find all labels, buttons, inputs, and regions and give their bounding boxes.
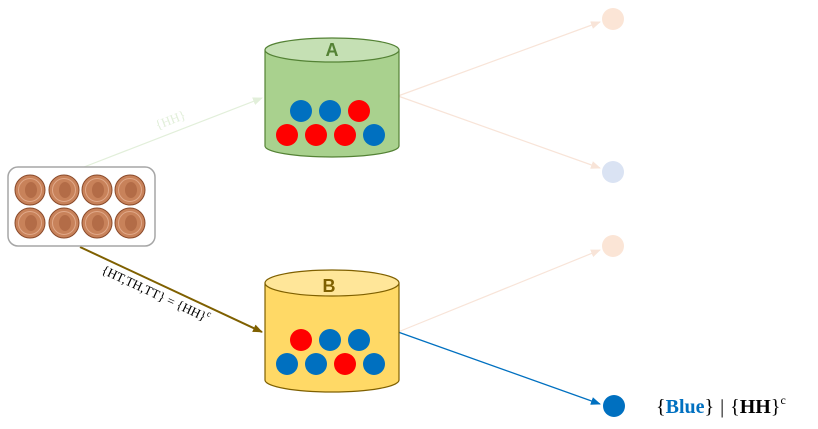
urn-a-ball-blue	[363, 124, 385, 146]
result-close-brace-1: }	[705, 396, 715, 418]
result-expression: {Blue}|{HH}c	[656, 393, 786, 418]
urn-b-ball-red	[334, 353, 356, 375]
result-bar: |	[720, 396, 724, 418]
urn-b: B	[264, 269, 400, 393]
penny-icon	[81, 207, 113, 239]
penny-icon	[48, 207, 80, 239]
urn-b-label: B	[323, 276, 336, 296]
coin-box	[7, 166, 156, 247]
urn-b-ball-blue	[276, 353, 298, 375]
outcome-blue-node-a	[602, 161, 624, 183]
svg-text:{HT,TH,TT} = {HH}c: {HT,TH,TT} = {HH}c	[99, 260, 213, 325]
urn-a-ball-red	[305, 124, 327, 146]
edge-b-to-red	[397, 249, 601, 333]
urn-b-balls	[276, 329, 385, 375]
urn-a: A	[264, 37, 400, 158]
edge-coins-to-b	[79, 246, 263, 333]
result-open-brace-2: {	[730, 396, 740, 418]
penny-icon	[114, 207, 146, 239]
outcome-blue-node-b	[603, 395, 625, 417]
edge-a-to-red	[397, 21, 601, 97]
urn-a-balls	[276, 100, 385, 146]
edge-label-complement: {HT,TH,TT} = {HH}c	[99, 260, 213, 325]
edge-label-complement-text: {HT,TH,TT} = {HH}	[99, 262, 208, 324]
result-close-brace-2: }	[771, 396, 781, 418]
urn-a-ball-blue	[290, 100, 312, 122]
edge-b-to-blue	[397, 331, 601, 405]
urn-b-ball-blue	[348, 329, 370, 351]
urn-a-label: A	[326, 40, 339, 60]
coins-group	[14, 174, 146, 239]
urn-a-ball-red	[334, 124, 356, 146]
result-open-brace-1: {	[656, 396, 666, 418]
edge-a-to-blue	[397, 95, 601, 169]
urn-b-ball-blue	[319, 329, 341, 351]
urn-a-ball-blue	[319, 100, 341, 122]
urn-b-ball-blue	[305, 353, 327, 375]
penny-icon	[14, 174, 46, 206]
urn-a-ball-red	[348, 100, 370, 122]
outcome-red-node-top	[602, 8, 624, 30]
outcome-red-node-b	[602, 235, 624, 257]
urn-a-ball-red	[276, 124, 298, 146]
result-hh: HH	[740, 396, 772, 418]
penny-icon	[81, 174, 113, 206]
edge-label-complement-sup: c	[205, 308, 213, 319]
result-blue-word: Blue	[666, 396, 705, 418]
urn-b-ball-red	[290, 329, 312, 351]
penny-icon	[48, 174, 80, 206]
penny-icon	[14, 207, 46, 239]
edge-coins-to-a	[83, 97, 263, 168]
penny-icon	[114, 174, 146, 206]
urn-b-ball-blue	[363, 353, 385, 375]
result-superscript: c	[780, 393, 785, 407]
